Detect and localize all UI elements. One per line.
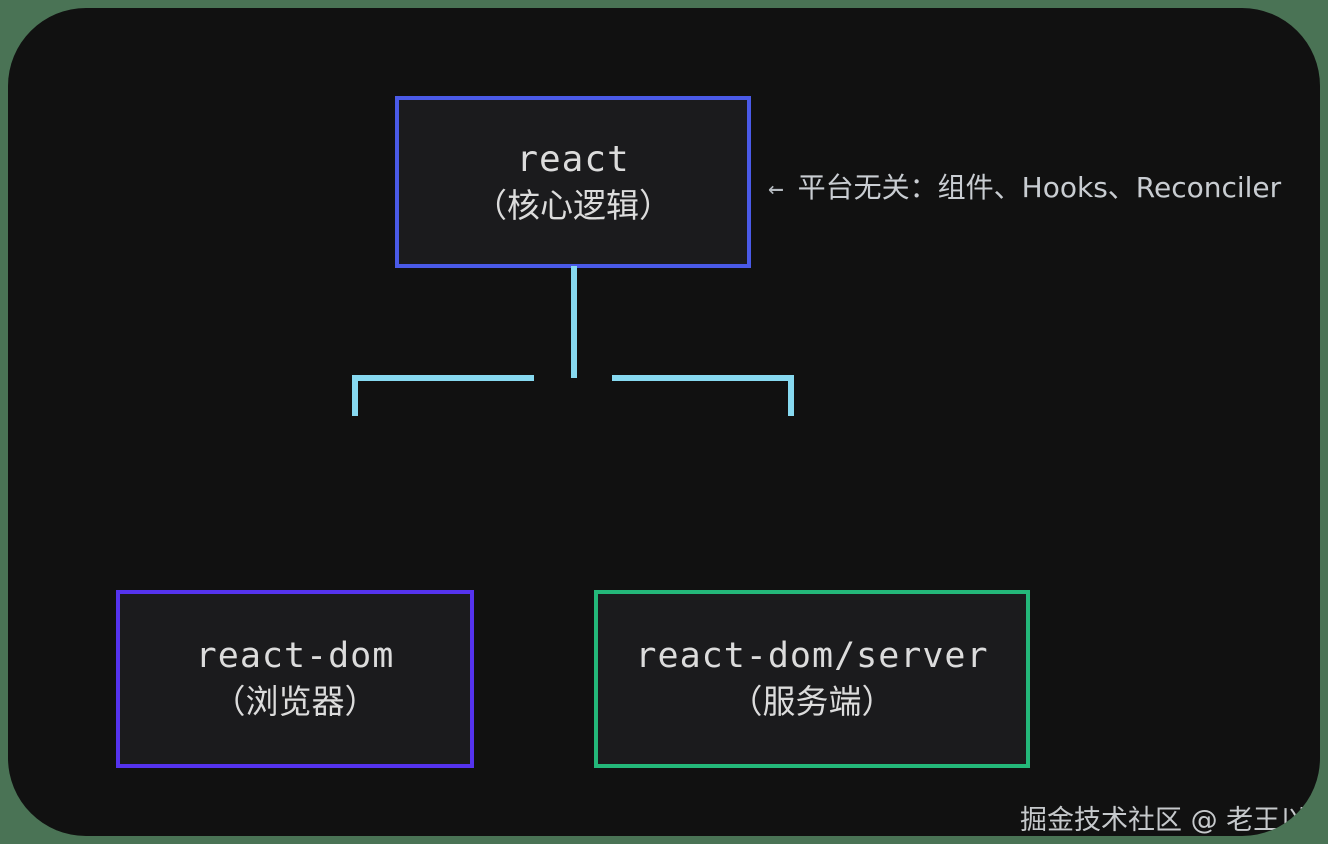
node-react-title: react [516,138,630,180]
left-arrow-icon: ← [768,174,784,204]
node-react-dom-server: react-dom/server （服务端） [594,590,1030,768]
connector-right-vertical [788,375,794,416]
annotation-platform-agnostic: ← 平台无关：组件、Hooks、Reconciler [768,166,1281,206]
node-react-dom-server-title: react-dom/server [635,636,989,677]
node-react-subtitle: （核心逻辑） [474,185,672,225]
node-react: react （核心逻辑） [395,96,751,268]
watermark: 掘金技术社区 @ 老王以为 [1020,805,1320,836]
connector-trunk [571,266,577,378]
node-react-dom: react-dom （浏览器） [116,590,474,768]
connector-left-horizontal [352,375,534,381]
connector-left-vertical [352,375,358,416]
diagram-panel: react （核心逻辑） ← 平台无关：组件、Hooks、Reconciler … [8,8,1320,836]
node-react-dom-server-subtitle: （服务端） [729,681,895,721]
annotation-text: 平台无关：组件、Hooks、Reconciler [797,171,1282,204]
connector-right-horizontal [612,375,794,381]
node-react-dom-title: react-dom [195,636,395,677]
node-react-dom-subtitle: （浏览器） [212,681,378,721]
